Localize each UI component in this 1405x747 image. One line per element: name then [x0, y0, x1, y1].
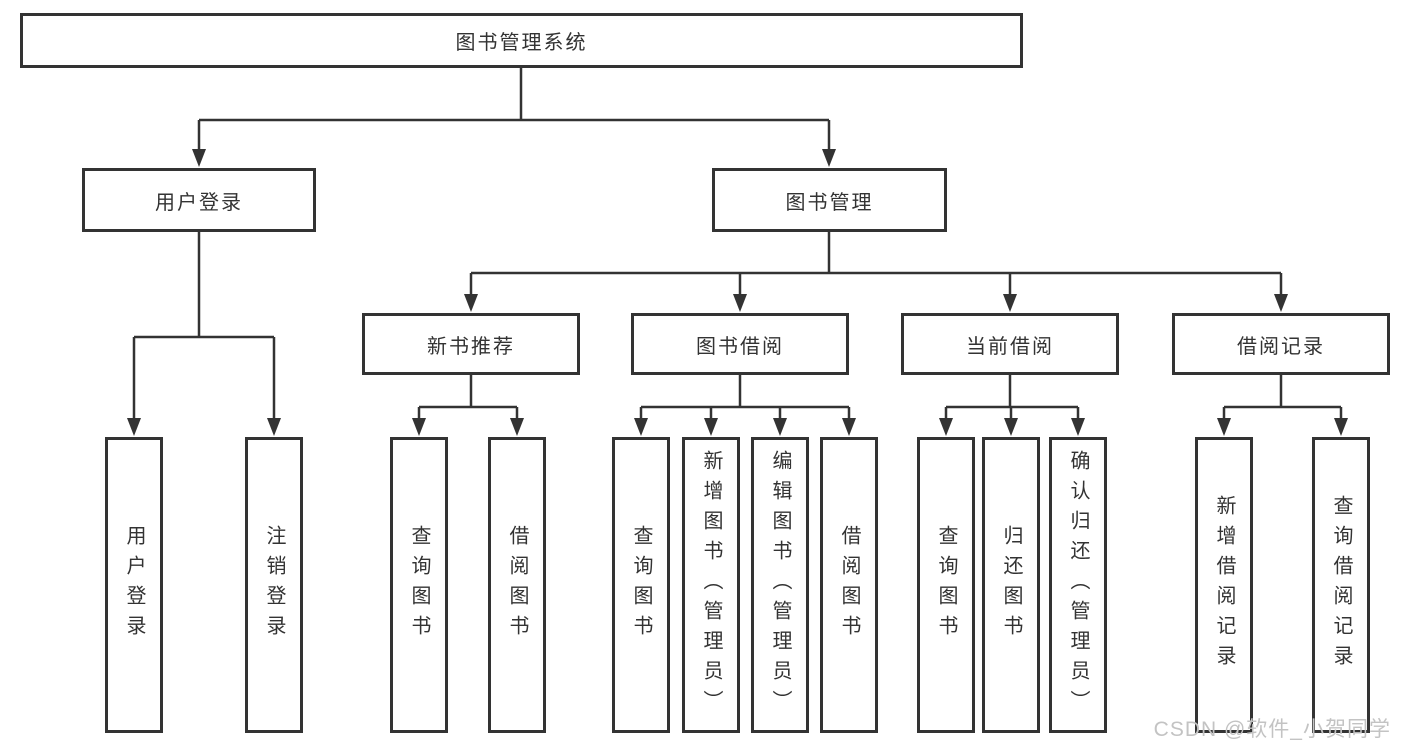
node-label: 新增借阅记录	[1213, 495, 1235, 675]
node-book-management: 图书管理	[712, 168, 947, 232]
arrowhead	[773, 418, 787, 436]
leaf-user-login: 用户登录	[105, 437, 163, 733]
node-borrow-record: 借阅记录	[1172, 313, 1390, 375]
node-label: 借阅记录	[1237, 335, 1325, 358]
node-label: 查询图书	[408, 525, 430, 645]
connector-root-to-level2	[197, 68, 831, 152]
node-label: 图书管理	[785, 191, 874, 214]
leaf-borrow-books: 借阅图书	[488, 437, 546, 733]
arrowhead	[842, 418, 856, 436]
leaf-query-borrow-record: 查询借阅记录	[1312, 437, 1370, 733]
node-label: 借阅图书	[838, 525, 860, 645]
connector-current-borrow-children	[944, 375, 1080, 421]
node-label: 编辑图书（管理员）	[769, 450, 791, 720]
arrowhead	[1004, 418, 1018, 436]
node-label: 新书推荐	[427, 335, 515, 358]
leaf-borrow-books: 借阅图书	[820, 437, 878, 733]
arrowhead	[1003, 294, 1017, 312]
node-label: 新增图书（管理员）	[700, 450, 722, 720]
node-label: 用户登录	[123, 525, 145, 645]
node-label: 归还图书	[1000, 525, 1022, 645]
arrowhead	[267, 418, 281, 436]
connector-new-book-children	[417, 375, 519, 421]
arrowhead	[634, 418, 648, 436]
node-book-borrow: 图书借阅	[631, 313, 849, 375]
leaf-edit-books-admin: 编辑图书（管理员）	[751, 437, 809, 733]
leaf-query-books: 查询图书	[390, 437, 448, 733]
leaf-query-books: 查询图书	[917, 437, 975, 733]
node-label: 确认归还（管理员）	[1067, 450, 1089, 720]
arrowhead	[127, 418, 141, 436]
leaf-add-books-admin: 新增图书（管理员）	[682, 437, 740, 733]
csdn-watermark: CSDN @软件_小贺同学	[1153, 718, 1391, 741]
node-label: 查询图书	[935, 525, 957, 645]
arrowhead	[822, 149, 836, 167]
connector-book-management-children	[469, 232, 1283, 297]
leaf-query-books: 查询图书	[612, 437, 670, 733]
arrowhead	[192, 149, 206, 167]
arrowhead	[1217, 418, 1231, 436]
arrowhead	[939, 418, 953, 436]
connector-borrow-record-children	[1222, 375, 1343, 421]
node-label: 图书借阅	[696, 335, 784, 358]
arrowhead	[510, 418, 524, 436]
node-label: 查询借阅记录	[1330, 495, 1352, 675]
leaf-return-books: 归还图书	[982, 437, 1040, 733]
leaf-confirm-return-admin: 确认归还（管理员）	[1049, 437, 1107, 733]
arrowhead	[464, 294, 478, 312]
leaf-add-borrow-record: 新增借阅记录	[1195, 437, 1253, 733]
node-label: 查询图书	[630, 525, 652, 645]
arrowhead	[1274, 294, 1288, 312]
connector-user-login-children	[132, 232, 276, 421]
connector-book-borrow-children	[639, 375, 851, 421]
node-label: 用户登录	[155, 191, 243, 214]
node-label: 图书管理系统	[455, 32, 588, 54]
arrowhead	[733, 294, 747, 312]
arrowhead	[412, 418, 426, 436]
arrowhead	[1071, 418, 1085, 436]
node-library-management-system: 图书管理系统	[20, 13, 1023, 68]
node-label: 借阅图书	[506, 525, 528, 645]
node-user-login: 用户登录	[82, 168, 316, 232]
arrowhead	[704, 418, 718, 436]
leaf-logout: 注销登录	[245, 437, 303, 733]
node-new-book-recommend: 新书推荐	[362, 313, 580, 375]
node-label: 当前借阅	[966, 335, 1054, 358]
node-label: 注销登录	[263, 525, 285, 645]
node-current-borrow: 当前借阅	[901, 313, 1119, 375]
arrowhead	[1334, 418, 1348, 436]
